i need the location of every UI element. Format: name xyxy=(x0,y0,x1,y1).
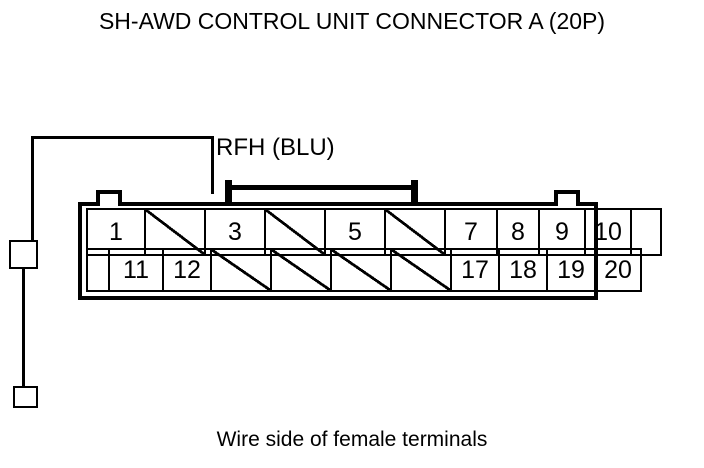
pin-cell-11: 11 xyxy=(108,248,164,292)
pin-cell-unused xyxy=(330,248,392,292)
latch-bar xyxy=(230,185,413,190)
pin-number: 12 xyxy=(173,255,201,284)
connector-shell-outline xyxy=(78,190,598,300)
terminal-box-lower xyxy=(13,386,38,408)
page-title: SH-AWD CONTROL UNIT CONNECTOR A (20P) xyxy=(98,8,606,34)
wire-segment-vertical-to-connector xyxy=(211,136,214,194)
diagram-caption: Wire side of female terminals xyxy=(216,428,488,451)
pin-cell-unused xyxy=(270,248,332,292)
pin-number: 5 xyxy=(348,217,362,246)
wire-segment-horizontal xyxy=(31,136,214,139)
pin-cell-spacer xyxy=(630,208,662,256)
pin-number: 20 xyxy=(604,255,632,284)
wire-segment-between-terminals xyxy=(22,268,25,388)
pin-cell-unused xyxy=(390,248,452,292)
pin-cell-spacer xyxy=(86,248,110,292)
pin-number: 9 xyxy=(555,217,569,246)
pin-cell-18: 18 xyxy=(498,248,548,292)
latch-post-left xyxy=(225,180,232,202)
pin-cell-17: 17 xyxy=(450,248,500,292)
connector-latch xyxy=(225,180,418,202)
pin-number: 1 xyxy=(109,217,123,246)
pin-number: 10 xyxy=(594,217,622,246)
pin-number: 18 xyxy=(509,255,537,284)
pin-cell-unused xyxy=(384,208,446,256)
pin-row-top: 1 3 5 7 8 9 10 xyxy=(86,208,662,256)
pin-number: 3 xyxy=(228,217,242,246)
pin-cell-20: 20 xyxy=(594,248,642,292)
pin-cell-19: 19 xyxy=(546,248,596,292)
pin-number: 17 xyxy=(461,255,489,284)
pin-cell-unused xyxy=(264,208,326,256)
latch-post-right xyxy=(411,180,418,202)
wire-segment-vertical-left xyxy=(31,136,34,242)
pin-number: 11 xyxy=(123,255,149,284)
wire-label: RFH (BLU) xyxy=(216,134,335,161)
pin-number: 19 xyxy=(557,255,585,284)
pin-cell-unused xyxy=(210,248,272,292)
pin-number: 8 xyxy=(511,217,525,246)
pin-number: 7 xyxy=(464,217,478,246)
pin-row-bottom: 11 12 17 18 19 20 xyxy=(86,248,642,292)
terminal-box-upper xyxy=(9,240,38,269)
pin-cell-12: 12 xyxy=(162,248,212,292)
pin-cell-unused xyxy=(144,208,206,256)
connector-body: 1 3 5 7 8 9 10 11 12 17 18 19 20 xyxy=(78,180,662,300)
